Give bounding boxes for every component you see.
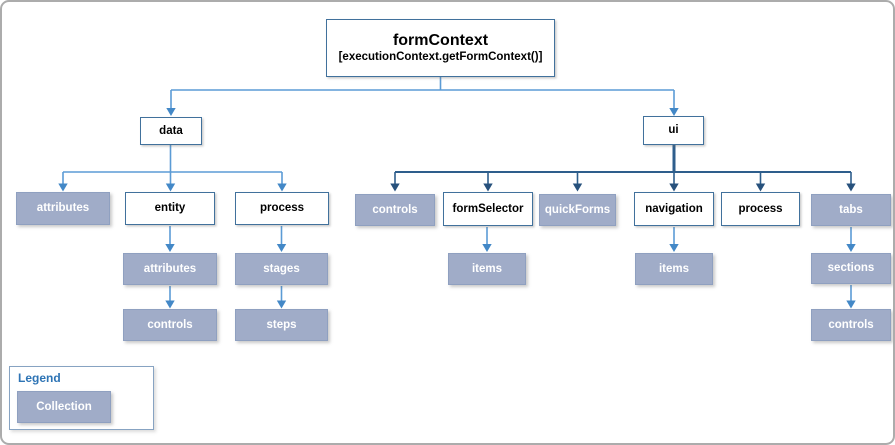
legend: Legend Collection — [9, 366, 154, 430]
node-ui-controls: controls — [355, 194, 435, 226]
connector-ui-to-children — [390, 145, 856, 192]
legend-collection-sample: Collection — [17, 391, 111, 423]
node-tabs-sections: sections — [811, 253, 891, 284]
node-data-attributes: attributes — [16, 192, 110, 225]
connector-process-chain — [276, 226, 287, 309]
node-tabs: tabs — [811, 194, 891, 226]
node-entity: entity — [125, 192, 215, 225]
node-data: data — [140, 117, 202, 145]
node-navigation: navigation — [634, 192, 714, 226]
node-process-stages: stages — [235, 253, 328, 285]
node-process-steps: steps — [235, 309, 328, 341]
node-formselector-items: items — [448, 253, 526, 285]
node-ui: ui — [643, 116, 704, 145]
connector-root-to-level1 — [166, 77, 679, 116]
node-navigation-items: items — [635, 253, 713, 285]
node-data-process: process — [235, 192, 329, 225]
connector-tabs-chain — [846, 227, 856, 309]
legend-title: Legend — [18, 371, 61, 385]
node-formcontext-subtitle: [executionContext.getFormContext()] — [338, 51, 543, 64]
node-ui-process: process — [721, 192, 800, 226]
node-entity-attributes: attributes — [123, 253, 217, 285]
connector-formselector-items — [482, 227, 492, 252]
node-formcontext-title: formContext — [392, 31, 489, 49]
node-entity-controls: controls — [123, 309, 217, 341]
node-formselector: formSelector — [443, 192, 533, 226]
connector-navigation-items — [669, 227, 679, 252]
node-quickforms: quickForms — [539, 194, 616, 226]
connector-entity-chain — [165, 226, 175, 309]
node-formcontext: formContext [executionContext.getFormCon… — [326, 19, 555, 77]
connector-data-to-children — [58, 145, 287, 192]
node-tabs-controls: controls — [811, 309, 891, 341]
